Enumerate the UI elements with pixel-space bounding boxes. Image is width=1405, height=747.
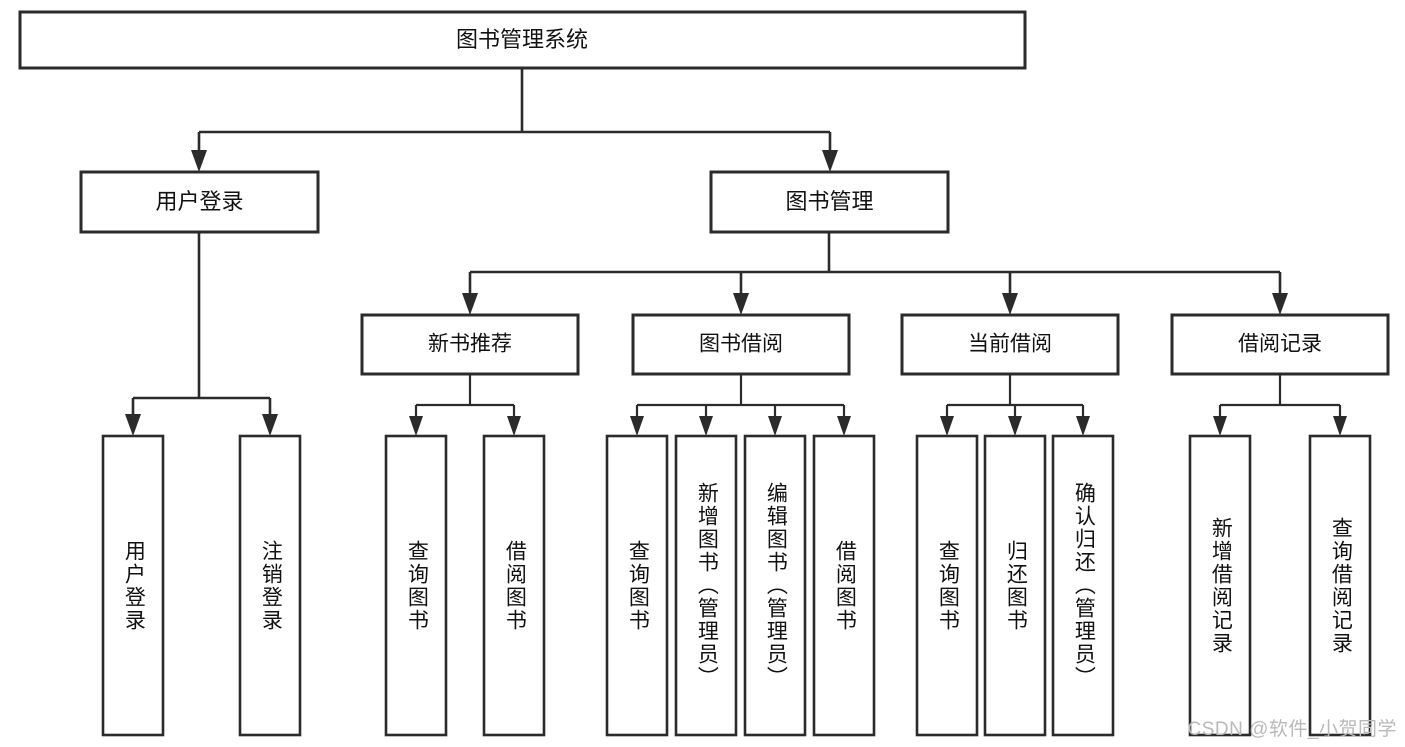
arrow-head-icon bbox=[462, 293, 478, 315]
node-current-borrow[interactable]: 当前借阅 bbox=[900, 313, 1120, 376]
current-borrow-box[interactable] bbox=[900, 313, 1120, 376]
leaf-confirm-return-box[interactable] bbox=[1051, 434, 1115, 737]
leaf-query-book-c-box[interactable] bbox=[915, 434, 979, 737]
leaf-borrow-book-a-box[interactable] bbox=[482, 434, 546, 737]
book-borrow-label: 图书借阅 bbox=[699, 333, 783, 356]
node-user-login[interactable]: 用户登录 bbox=[79, 170, 320, 234]
node-borrow-record[interactable]: 借阅记录 bbox=[1170, 313, 1390, 376]
user-login-label: 用户登录 bbox=[155, 189, 243, 214]
arrow-head-icon bbox=[630, 416, 644, 436]
arrow-head-icon bbox=[699, 416, 713, 436]
arrow-head-icon bbox=[1076, 416, 1090, 436]
leaf-boxes-group bbox=[101, 434, 1372, 737]
new-book-recommendation-box[interactable] bbox=[360, 313, 580, 376]
arrow-head-icon bbox=[409, 416, 423, 436]
arrow-head-icon bbox=[1272, 293, 1288, 315]
connector-user-login-to-leaves bbox=[125, 232, 278, 436]
arrow-head-icon bbox=[191, 150, 207, 172]
arrow-head-icon bbox=[1333, 416, 1347, 436]
node-root[interactable]: 图书管理系统 bbox=[18, 10, 1027, 70]
arrow-head-icon bbox=[1002, 293, 1018, 315]
new-book-recommendation-label: 新书推荐 bbox=[428, 333, 512, 356]
arrow-head-icon bbox=[1008, 416, 1022, 436]
node-book-management[interactable]: 图书管理 bbox=[709, 170, 950, 234]
connector-root-to-level2 bbox=[191, 68, 838, 172]
node-new-book-recommendation[interactable]: 新书推荐 bbox=[360, 313, 580, 376]
leaf-user-login-box[interactable] bbox=[101, 434, 165, 737]
arrow-head-icon bbox=[262, 414, 278, 436]
borrow-record-label: 借阅记录 bbox=[1238, 333, 1322, 356]
connector-borrow-record-to-leaves bbox=[1213, 374, 1347, 436]
arrow-head-icon bbox=[837, 416, 851, 436]
arrow-head-icon bbox=[822, 150, 838, 172]
arrow-head-icon bbox=[768, 416, 782, 436]
arrow-head-icon bbox=[733, 293, 749, 315]
book-management-label: 图书管理 bbox=[785, 189, 873, 214]
arrow-head-icon bbox=[1213, 416, 1227, 436]
leaf-return-book-box[interactable] bbox=[983, 434, 1047, 737]
leaf-query-record-box[interactable] bbox=[1308, 434, 1372, 737]
leaf-add-record-box[interactable] bbox=[1188, 434, 1252, 737]
leaf-query-book-b-box[interactable] bbox=[605, 434, 669, 737]
leaf-borrow-book-b-box[interactable] bbox=[812, 434, 876, 737]
current-borrow-label: 当前借阅 bbox=[968, 333, 1052, 356]
leaf-add-book-box[interactable] bbox=[674, 434, 738, 737]
arrow-head-icon bbox=[507, 416, 521, 436]
root-box[interactable] bbox=[18, 10, 1027, 70]
leaf-query-book-a-box[interactable] bbox=[384, 434, 448, 737]
root-label: 图书管理系统 bbox=[456, 27, 588, 52]
arrow-head-icon bbox=[125, 414, 141, 436]
leaf-logout-box[interactable] bbox=[238, 434, 302, 737]
watermark-text: CSDN @软件_小贺同学 bbox=[1187, 719, 1397, 740]
node-book-borrow[interactable]: 图书借阅 bbox=[631, 313, 851, 376]
connector-book-management-to-level3 bbox=[462, 232, 1288, 315]
connector-current-borrow-to-leaves bbox=[940, 374, 1090, 436]
user-login-box[interactable] bbox=[79, 170, 320, 234]
arrow-head-icon bbox=[940, 416, 954, 436]
connector-book-borrow-to-leaves bbox=[630, 374, 851, 436]
leaf-edit-book-box[interactable] bbox=[743, 434, 807, 737]
connector-new-book-recommendation-to-leaves bbox=[409, 374, 521, 436]
